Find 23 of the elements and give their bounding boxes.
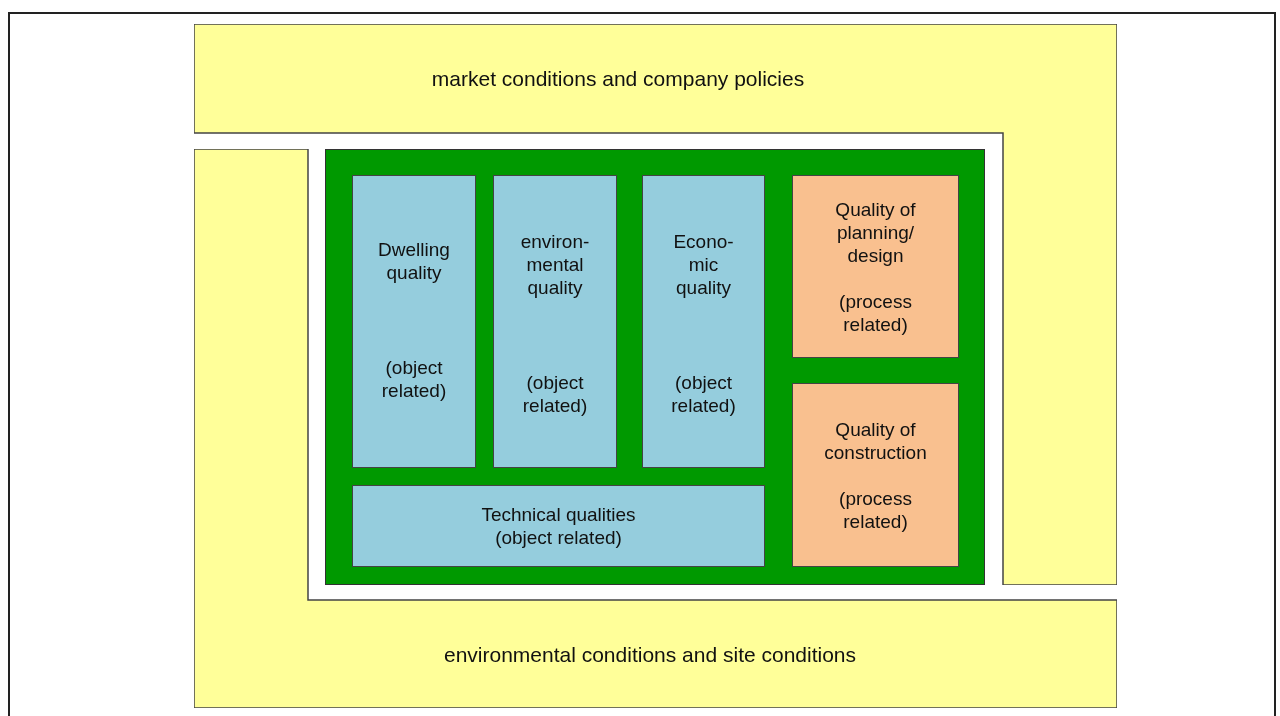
object-quality-box: [493, 175, 617, 468]
box-subtitle: (object related): [522, 372, 588, 416]
box-heading: Dwelling quality: [378, 239, 450, 283]
box-heading: Quality of planning/ design: [835, 198, 916, 266]
object-quality-box: [352, 175, 476, 468]
process-quality-box: [792, 383, 959, 567]
box-heading: Econo- mic quality: [673, 231, 734, 298]
band-label: environmental conditions and site conditions: [443, 643, 857, 666]
box-subtitle: (object related): [671, 372, 736, 416]
box-subtitle: (process related): [839, 290, 912, 335]
box-heading: Technical qualities: [481, 504, 636, 525]
box-subtitle: (process related): [839, 487, 912, 532]
object-quality-box: [352, 485, 765, 567]
l-shaped-band: [194, 24, 1117, 585]
quality-panel: [325, 149, 985, 585]
l-shaped-band: [194, 149, 1117, 708]
box-heading: environ- mental quality: [520, 231, 590, 298]
object-quality-box: [642, 175, 765, 468]
process-quality-box: [792, 175, 959, 358]
band-label: market conditions and company policies: [431, 67, 805, 90]
box-subtitle: (object related): [381, 357, 447, 401]
box-subtitle: (object related): [495, 527, 622, 548]
box-heading: Quality of construction: [824, 418, 927, 463]
